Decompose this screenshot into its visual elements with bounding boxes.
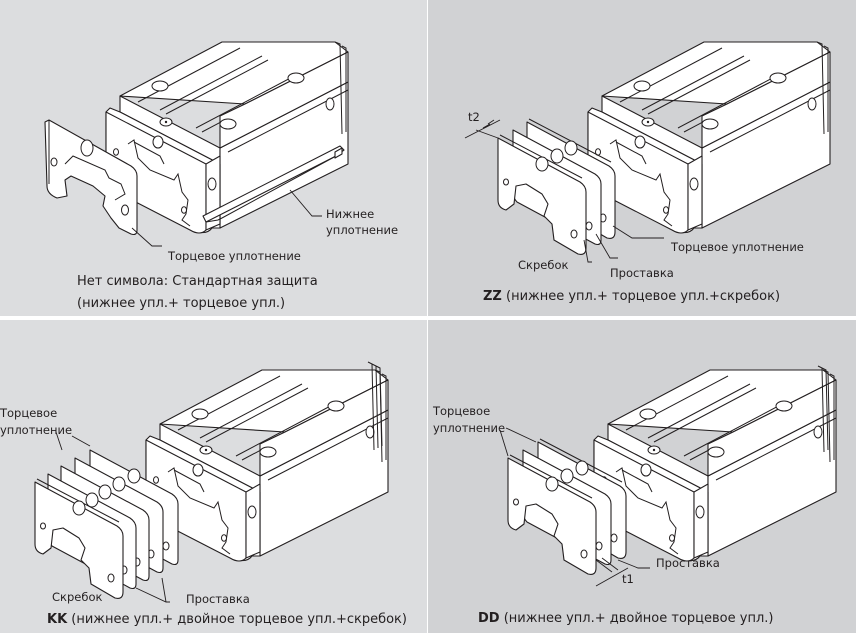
zz-caption-text: (нижнее упл.+ торцевое упл.+скребок) <box>501 289 781 304</box>
carriage-block <box>587 41 831 234</box>
t2-dimension-label: t2 <box>468 110 480 124</box>
kk-caption-text: (нижнее упл.+ двойное торцевое упл.+скре… <box>67 612 407 627</box>
end-seal-label-line2: уплотнение <box>0 423 73 437</box>
zz-caption: ZZ (нижнее упл.+ торцевое упл.+скребок) <box>483 288 780 306</box>
end-seal-leader-1 <box>499 429 509 457</box>
standard-assembly-drawing <box>44 41 349 247</box>
panel-kk: Торцевое уплотнение Скребок Проставка KK… <box>0 320 427 633</box>
caption-line1: Нет символа: Стандартная защита <box>77 274 318 289</box>
spacer-label: Проставка <box>610 266 674 280</box>
end-seal-label-line1: Торцевое <box>0 406 58 420</box>
end-seal-leader-2 <box>71 435 91 447</box>
end-seal-label: Торцевое уплотнение <box>168 249 301 263</box>
carriage-block <box>593 369 837 562</box>
spacer-label: Проставка <box>656 556 720 570</box>
kk-code: KK <box>47 612 68 627</box>
scraper-label: Скребок <box>518 258 569 272</box>
bottom-seal-strip <box>202 145 345 223</box>
scraper-leader <box>583 239 592 263</box>
end-seal-label-line1: Торцевое <box>433 404 491 418</box>
dd-caption-text: (нижнее упл.+ двойное торцевое упл.) <box>499 611 774 626</box>
end-seal-label-line2: уплотнение <box>433 421 506 435</box>
carriage-back-seals <box>367 361 383 451</box>
scraper-label: Скребок <box>52 590 103 604</box>
t2-dimension-line <box>464 119 501 139</box>
kk-assembly-drawing <box>34 361 389 603</box>
panel-standard-protection: Торцевое уплотнение Нижнее уплотнение Не… <box>0 0 427 316</box>
zz-code: ZZ <box>483 289 502 304</box>
end-seal-leader <box>131 227 162 247</box>
dd-caption: DD (нижнее упл.+ двойное торцевое упл.) <box>478 610 773 628</box>
end-seal-leader-2 <box>505 427 537 443</box>
dd-assembly-drawing <box>499 365 837 587</box>
spacer-leader <box>595 233 618 259</box>
end-seal-leader <box>612 225 664 239</box>
zz-assembly-drawing <box>464 41 831 263</box>
t1-dimension-line <box>595 557 629 587</box>
bottom-seal-label-line1: Нижнее <box>326 207 375 221</box>
t1-dimension-label: t1 <box>622 572 634 586</box>
panel-dd: Торцевое уплотнение Проставка t1 DD (ниж… <box>428 320 856 633</box>
kk-caption: KK (нижнее упл.+ двойное торцевое упл.+с… <box>47 611 407 629</box>
end-seal-plate <box>44 119 138 236</box>
t2-extension <box>475 129 499 139</box>
dd-code: DD <box>478 611 500 626</box>
panel-zz: t2 Торцевое уплотнение Скребок Проставка… <box>428 0 856 316</box>
spacer-label: Проставка <box>186 592 250 606</box>
caption-line2: (нижнее упл.+ торцевое упл.) <box>77 296 286 311</box>
carriage-block <box>145 369 389 562</box>
end-seal-leader-1 <box>55 431 63 451</box>
spacer-leader <box>617 559 650 569</box>
bottom-seal-leader <box>289 189 322 217</box>
carriage-back-seals <box>817 365 829 453</box>
spacer-leader-2 <box>161 577 167 603</box>
end-seal-label: Торцевое уплотнение <box>671 240 804 254</box>
bottom-seal-label-line2: уплотнение <box>326 223 399 237</box>
